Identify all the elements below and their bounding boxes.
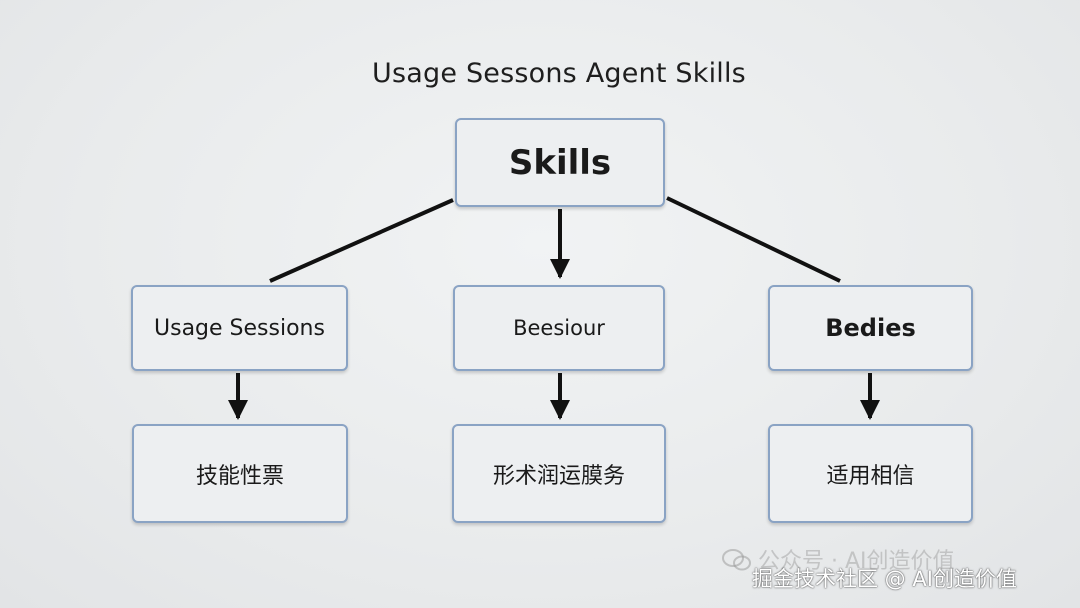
connector-root-to-right (666, 196, 841, 283)
node-leaf-left: 技能性票 (132, 424, 348, 523)
watermark-faint: 公众号 · AI创造价值 (722, 543, 1052, 575)
node-bedies-label: Bedies (825, 314, 916, 342)
node-leaf-left-label: 技能性票 (195, 463, 284, 489)
watermark-main: 掘金技术社区 @ AI创造价值 (752, 567, 1017, 591)
wechat-icon (722, 549, 751, 571)
node-leaf-right-label: 适用相信 (826, 463, 915, 489)
diagram-title: Usage Sessons Agent Skills (372, 58, 746, 89)
connector-root-to-left (269, 198, 454, 283)
node-beesiour-label: Beesiour (513, 316, 605, 340)
node-leaf-right: 适用相信 (768, 424, 973, 523)
node-leaf-middle: 形术润运膜务 (452, 424, 666, 523)
watermark-faint-text: 公众号 · AI创造价值 (758, 549, 955, 574)
node-bedies: Bedies (768, 285, 973, 371)
node-usage-sessions-label: Usage Sessions (154, 315, 325, 341)
node-root-label: Skills (508, 142, 612, 183)
node-usage-sessions: Usage Sessions (131, 285, 348, 371)
node-leaf-middle-label: 形术润运膜务 (492, 463, 625, 489)
node-root-skills: Skills (455, 118, 665, 207)
node-beesiour: Beesiour (453, 285, 665, 371)
